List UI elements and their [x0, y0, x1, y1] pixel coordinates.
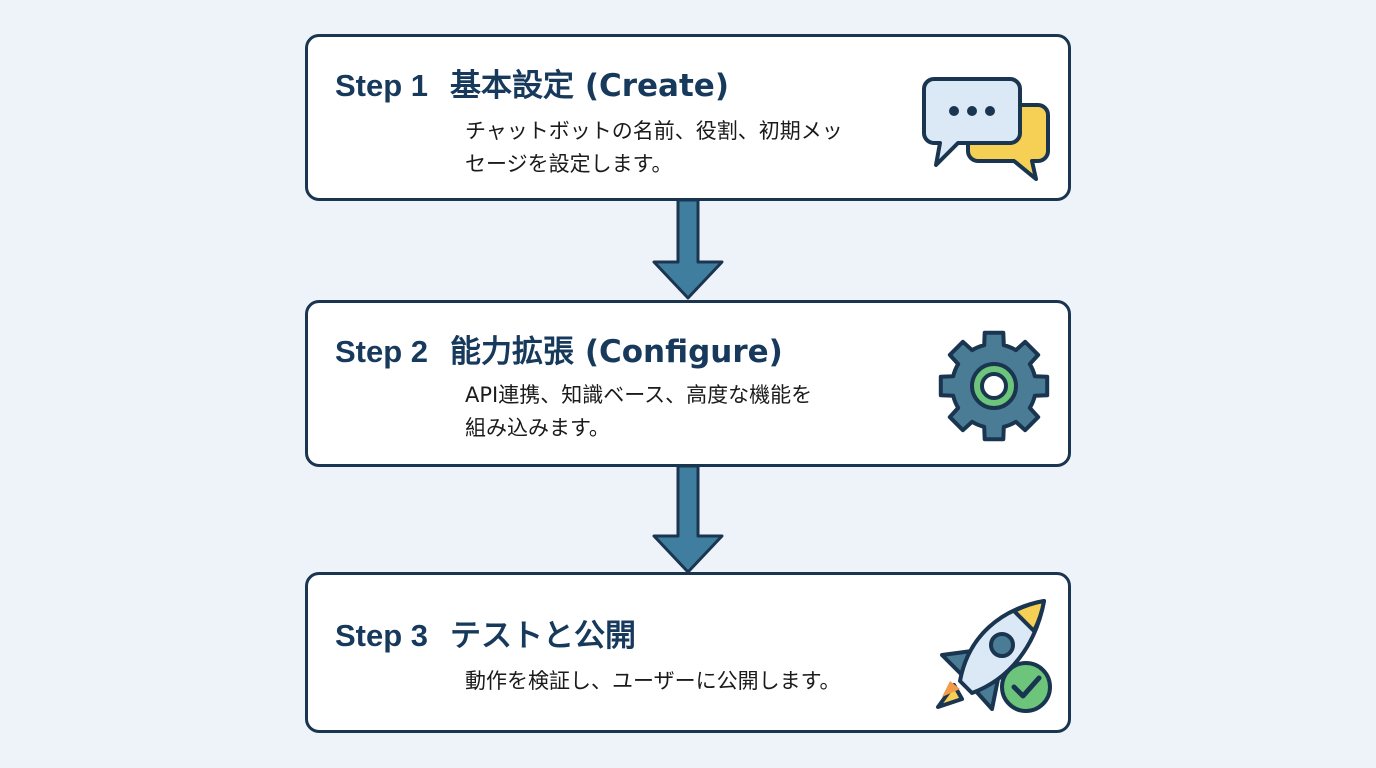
- step-card-3: Step 3 テストと公開 動作を検証し、ユーザーに公開します。: [305, 572, 1071, 733]
- step-number: Step 1: [335, 68, 429, 103]
- down-arrow-icon: [652, 466, 724, 574]
- step-number: Step 2: [335, 334, 429, 369]
- chat-bubbles-icon: [922, 77, 1050, 181]
- step-description-line: チャットボットの名前、役割、初期メッ: [465, 119, 843, 143]
- step-title: Step 1 基本設定 (Create): [335, 70, 729, 102]
- step-description-line: API連携、知識ベース、高度な機能を: [465, 383, 813, 407]
- step-card-1: Step 1 基本設定 (Create) チャットボットの名前、役割、初期メッ セ…: [305, 34, 1071, 201]
- gear-hole: [980, 372, 1008, 400]
- step-card-2: Step 2 能力拡張 (Configure) API連携、知識ベース、高度な機能…: [305, 300, 1071, 467]
- step-description: 動作を検証し、ユーザーに公開します。: [465, 665, 925, 698]
- rocket-check-icon: [936, 599, 1052, 713]
- step-description-line: 組み込みます。: [465, 416, 610, 440]
- step-name: 基本設定 (Create): [450, 68, 729, 104]
- down-arrow-icon: [652, 200, 724, 300]
- step-description-line: セージを設定します。: [465, 152, 673, 176]
- step-name: 能力拡張 (Configure): [450, 334, 783, 370]
- step-description-line: 動作を検証し、ユーザーに公開します。: [465, 669, 841, 693]
- step-description: チャットボットの名前、役割、初期メッ セージを設定します。: [465, 115, 925, 181]
- step-title: Step 3 テストと公開: [335, 620, 636, 652]
- step-number: Step 3: [335, 618, 429, 653]
- step-name: テストと公開: [450, 618, 637, 654]
- step-title: Step 2 能力拡張 (Configure): [335, 336, 783, 368]
- step-description: API連携、知識ベース、高度な機能を 組み込みます。: [465, 379, 925, 445]
- gear-icon: [938, 330, 1050, 442]
